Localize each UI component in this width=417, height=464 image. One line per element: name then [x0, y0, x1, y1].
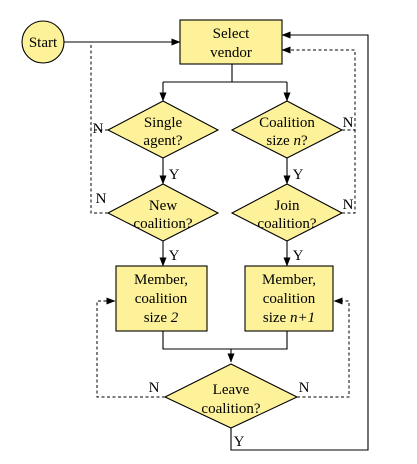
member-size-n1-line3: size n+1 [263, 310, 315, 326]
member-size-2-node: Member, coalition size 2 [115, 265, 208, 332]
join-coalition-line1: Join [274, 198, 300, 214]
label-leave-coalition-no-right: N [299, 380, 310, 396]
join-coalition-decision: Join coalition? [230, 183, 344, 242]
start-node: Start [21, 20, 65, 64]
edge-join-no [342, 130, 356, 214]
leave-coalition-line2: coalition? [201, 401, 260, 417]
label-join-coalition-yes: Y [293, 248, 304, 264]
member-size-2-line1: Member, [134, 272, 188, 288]
label-new-coalition-yes: Y [169, 248, 180, 264]
leave-coalition-line1: Leave [213, 382, 250, 398]
edge-leave-yes-loop [230, 31, 369, 451]
leave-coalition-decision: Leave coalition? [163, 363, 299, 429]
label-new-coalition-no: N [96, 191, 107, 207]
member-size-n1-line1: Member, [262, 272, 316, 288]
label-single-agent-yes: Y [169, 167, 180, 183]
member-size-n1-node: Member, coalition size n+1 [244, 265, 334, 332]
member-size-2-line3: size 2 [144, 310, 179, 326]
label-single-agent-no: N [93, 121, 104, 137]
coalition-size-n-line2: size n? [266, 133, 308, 149]
single-agent-decision: Single agent? [106, 100, 220, 159]
join-coalition-line2: coalition? [257, 216, 316, 232]
new-coalition-line2: coalition? [133, 216, 192, 232]
edge-member2-merge [162, 331, 288, 350]
edge-size-n-no [281, 46, 356, 131]
single-agent-line1: Single [144, 115, 183, 131]
label-leave-coalition-yes: Y [234, 434, 245, 450]
label-coalition-size-n-no: N [343, 115, 354, 131]
edge-new-no [90, 130, 108, 214]
select-vendor-node: Select vendor [179, 19, 283, 65]
select-vendor-line1: Select [213, 26, 250, 42]
edge-leave-no-left [96, 297, 165, 398]
label-leave-coalition-no-left: N [149, 380, 160, 396]
new-coalition-decision: New coalition? [106, 183, 220, 242]
new-coalition-line1: New [149, 198, 177, 214]
member-size-n1-line2: coalition [263, 291, 316, 307]
label-join-coalition-no: N [343, 197, 354, 213]
single-agent-line2: agent? [143, 133, 182, 149]
label-coalition-size-n-yes: Y [293, 167, 304, 183]
edge-single-no [90, 42, 108, 131]
coalition-size-n-line1: Coalition [259, 115, 315, 131]
coalition-size-n-decision: Coalition size n? [230, 100, 344, 159]
select-vendor-line2: vendor [210, 45, 252, 61]
edge-leave-no-right [297, 297, 350, 398]
start-label: Start [29, 35, 58, 51]
member-size-2-line2: coalition [135, 291, 188, 307]
